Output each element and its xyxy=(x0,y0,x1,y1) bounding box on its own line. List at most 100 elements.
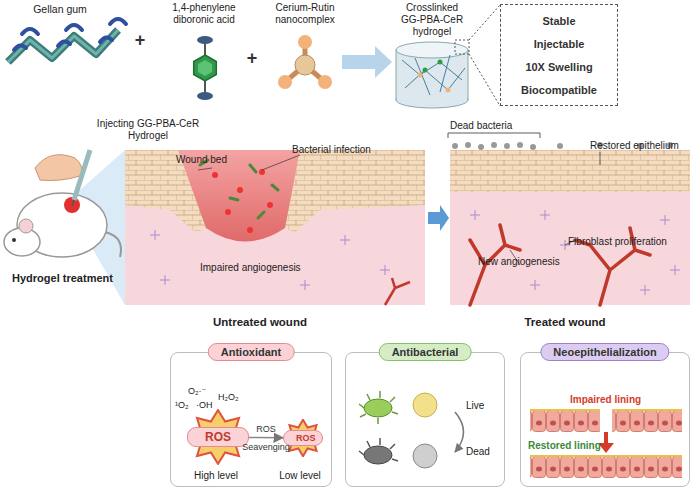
text-label: + xyxy=(244,48,260,69)
art-part xyxy=(212,172,218,178)
hydrogel-cylinder xyxy=(455,40,469,54)
diboronic-acid xyxy=(198,60,212,76)
transition-arrow xyxy=(428,205,449,231)
bacteria-art xyxy=(413,444,437,468)
node-text: Stable xyxy=(542,15,575,27)
art-part xyxy=(557,143,563,149)
art-part xyxy=(258,212,264,218)
art-part xyxy=(272,185,278,190)
art-part xyxy=(504,143,510,149)
node-text: 10X Swelling xyxy=(525,61,592,73)
ros-star: ROS xyxy=(187,409,249,465)
node-text: Injectable xyxy=(534,38,585,50)
text-label: Low level xyxy=(262,470,338,482)
text-label: Dead bacteria xyxy=(450,120,540,132)
text-label: 1,4-phenylene diboronic acid xyxy=(158,2,250,26)
treated-wound-art xyxy=(510,152,600,265)
art-part xyxy=(452,143,458,149)
text-label: + xyxy=(132,30,148,51)
mouse-injection xyxy=(19,219,33,233)
mouse-injection xyxy=(4,150,125,305)
bacteria-art xyxy=(413,393,437,417)
art-part xyxy=(530,144,536,150)
text-label: Crosslinked GG-PBA-CeR hydrogel xyxy=(398,2,466,37)
cerium-rutin xyxy=(278,75,292,89)
art-part xyxy=(250,165,256,172)
art-part xyxy=(247,227,253,233)
mouse-injection xyxy=(35,155,82,181)
text-label: ¹O₂ xyxy=(175,400,197,411)
bacteria-art xyxy=(364,446,392,464)
text-label: Restored lining xyxy=(528,440,604,452)
text-label: New angiogenesis xyxy=(478,256,588,268)
diboronic-acid xyxy=(194,55,217,81)
text-label: Wound bed xyxy=(176,154,246,166)
gellan-chain xyxy=(8,19,126,62)
untreated-wound-art xyxy=(125,150,425,305)
process-arrow xyxy=(342,46,392,78)
treated-wound-art xyxy=(450,150,690,192)
edge-label: ROS Seavenging xyxy=(236,420,296,456)
art-part xyxy=(491,142,497,148)
bacteria-art xyxy=(359,391,398,424)
panel-heading: Antibacterial xyxy=(379,343,472,361)
mouse-injection xyxy=(12,238,16,242)
mouse-injection xyxy=(72,200,74,206)
hydrogel-cylinder xyxy=(396,42,468,58)
text-label: Untreated wound xyxy=(195,316,325,330)
art-part xyxy=(150,230,390,290)
gellan-chain xyxy=(14,19,126,50)
cerium-rutin xyxy=(318,75,332,89)
art-part xyxy=(225,209,231,215)
effect-panel: Neoepithelialization xyxy=(520,352,690,487)
epithelium-art xyxy=(604,432,608,444)
effect-panel: AntioxidantROSROS xyxy=(170,352,332,487)
hydrogel-cylinder xyxy=(402,55,465,95)
untreated-wound-art xyxy=(385,278,410,305)
art-part xyxy=(150,230,390,290)
text-label: Gellan gum xyxy=(15,3,105,15)
mouse-injection xyxy=(74,150,90,200)
hydrogel-cylinder xyxy=(423,68,428,73)
art-part xyxy=(230,198,238,200)
text-label: O₂·⁻ xyxy=(188,386,218,397)
diboronic-acid xyxy=(197,36,213,44)
cerium-rutin xyxy=(298,35,312,49)
treated-wound-art xyxy=(448,133,690,305)
art-part xyxy=(212,169,273,233)
panel-heading: Antioxidant xyxy=(208,343,295,361)
cerium-rutin xyxy=(295,55,315,75)
bacteria-art xyxy=(455,412,464,452)
diboronic-acid xyxy=(197,92,213,100)
text-label: H₂O₂ xyxy=(218,392,252,403)
bacteria-art xyxy=(359,391,464,468)
art-part xyxy=(470,210,680,295)
art-part xyxy=(200,160,278,218)
mouse-injection xyxy=(105,232,121,257)
arrow-connector xyxy=(249,437,283,439)
mouse-injection xyxy=(64,197,80,213)
text-label: High level xyxy=(178,470,254,482)
text-label: Impaired angiogenesis xyxy=(200,262,330,274)
text-label: Dead xyxy=(466,446,502,458)
epithelium-art xyxy=(612,409,682,411)
node-text: Biocompatible xyxy=(521,84,597,96)
untreated-wound-art xyxy=(283,150,425,232)
text-label: Hydrogel treatment xyxy=(5,272,120,285)
text-label: Fibroblast proliferation xyxy=(568,236,693,248)
text-label: Impaired lining xyxy=(570,394,680,406)
art-part xyxy=(465,142,471,148)
epithelium-art xyxy=(530,456,682,478)
art-part xyxy=(267,202,273,208)
hydrogel-cylinder xyxy=(438,60,443,65)
panel-heading: Neoepithelialization xyxy=(540,343,669,361)
treated-wound-art xyxy=(450,150,690,305)
art-part xyxy=(470,210,680,295)
text-label: Bacterial infection xyxy=(292,144,402,156)
hydrogel-cylinder xyxy=(446,88,451,93)
text-label: Cerium-Rutin nanocomplex xyxy=(262,2,348,26)
text-label: Live xyxy=(466,400,502,412)
diboronic-acid xyxy=(194,36,217,100)
epithelium-art xyxy=(530,410,600,432)
hydrogel-cylinder xyxy=(469,5,500,106)
